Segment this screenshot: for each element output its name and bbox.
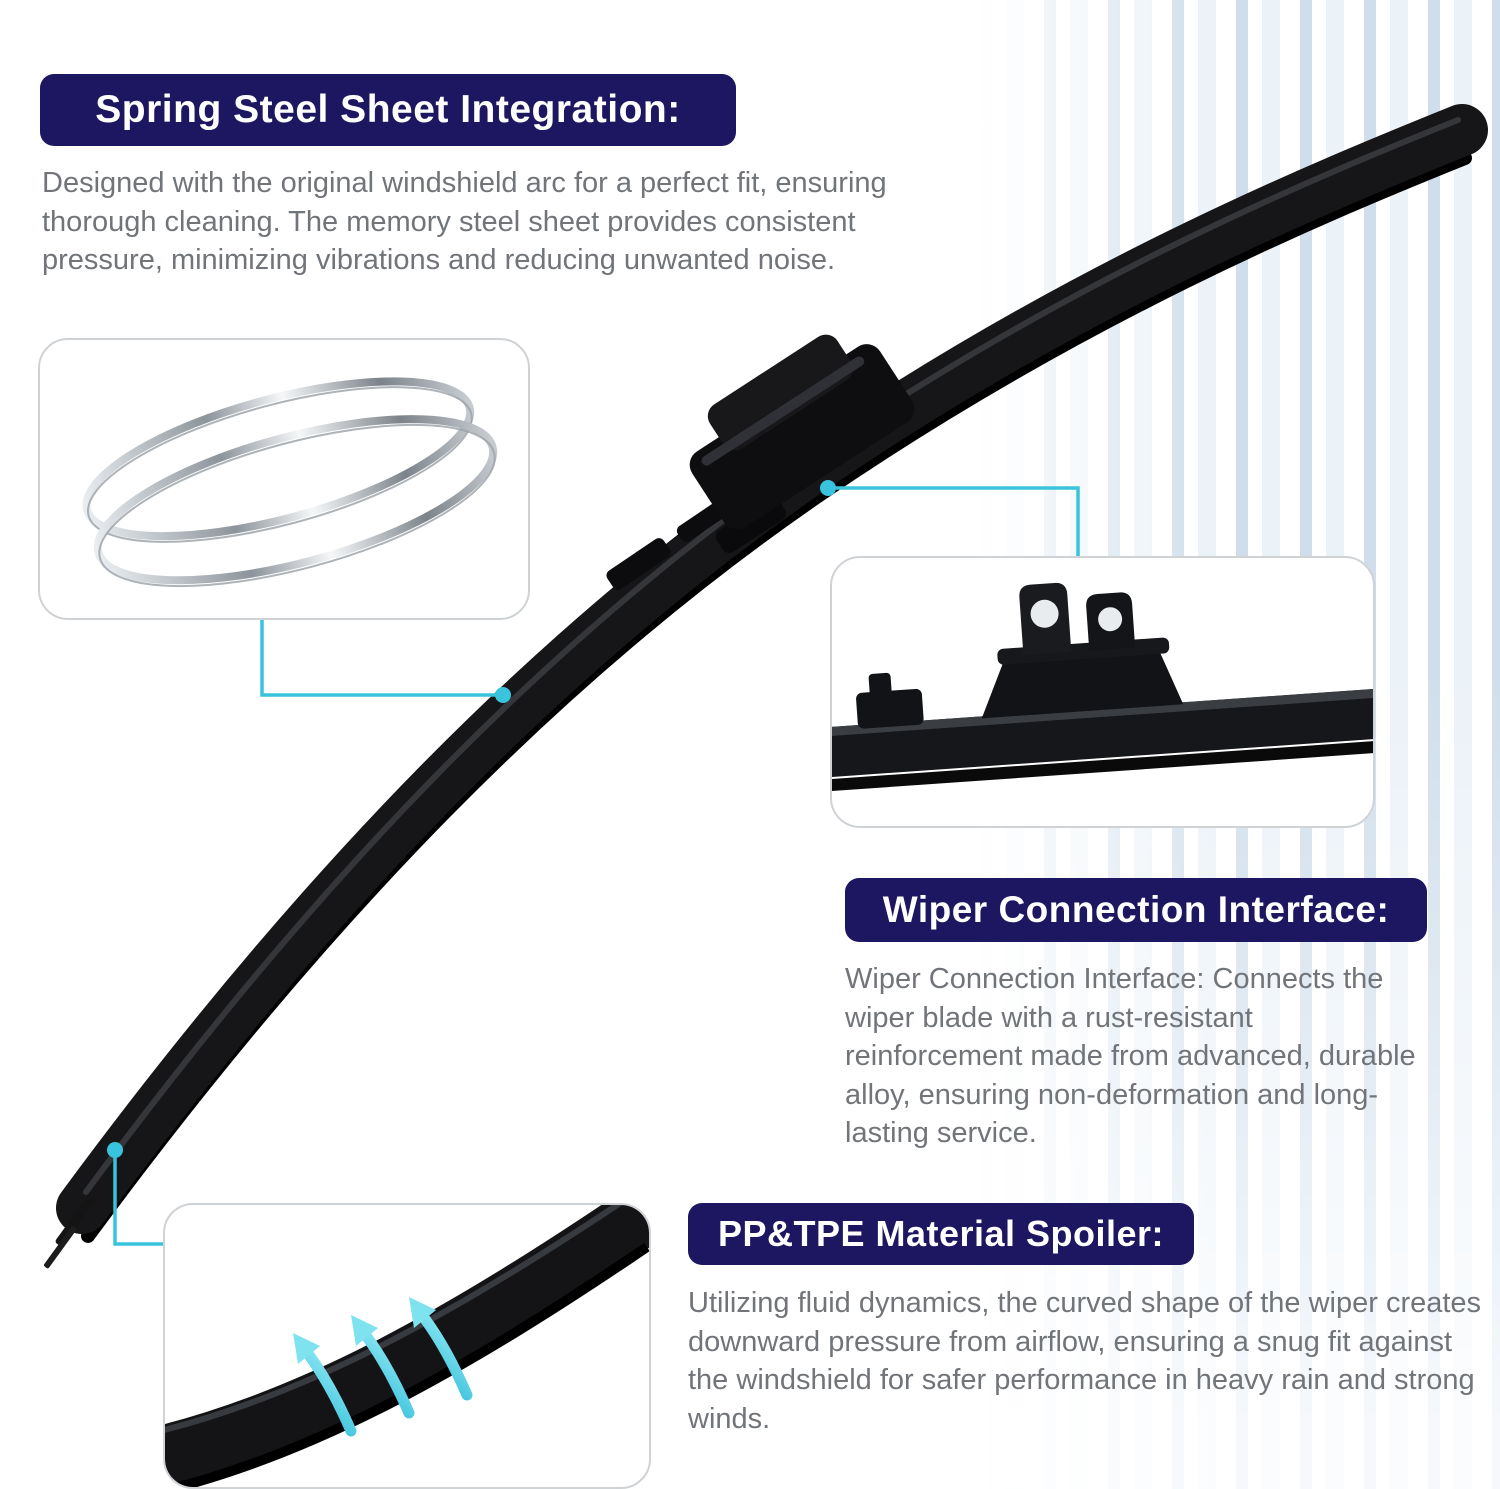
callout-spring-steel <box>38 338 530 620</box>
connection-interface-illustration <box>832 582 1373 793</box>
section-title-spoiler: PP&TPE Material Spoiler: <box>688 1203 1194 1265</box>
wiper-rubber-tip <box>55 1196 95 1247</box>
wiper-rubber-tip-2 <box>44 1225 77 1269</box>
section-body-spoiler: Utilizing fluid dynamics, the curved sha… <box>688 1287 1482 1435</box>
section-title-spring-steel: Spring Steel Sheet Integration: <box>40 74 736 146</box>
callout-connection-interface <box>830 556 1375 828</box>
section-body-spring-steel: Designed with the original windshield ar… <box>42 167 887 277</box>
section-title-connection-interface: Wiper Connection Interface: <box>845 878 1427 942</box>
wiper-blade <box>44 104 1488 1269</box>
blade-clip <box>606 538 671 590</box>
airflow-arrows-icon <box>293 1297 473 1437</box>
callout-dot-spring-steel <box>495 687 511 703</box>
leader-lines <box>113 486 1080 1246</box>
callout-dot-connection <box>820 480 836 496</box>
section-body-connection-interface: Wiper Connection Interface: Connects the… <box>845 963 1416 1150</box>
wiper-adapter <box>689 334 915 553</box>
spoiler-airflow-illustration <box>165 1205 649 1487</box>
callout-dot-spoiler <box>107 1142 123 1158</box>
callout-spoiler <box>163 1203 651 1489</box>
leader-line-spoiler <box>113 1150 165 1246</box>
spring-steel-sheets-illustration <box>82 377 498 588</box>
leader-line-spring-steel <box>260 620 500 697</box>
callout-dots <box>107 480 836 1158</box>
leader-line-connection <box>828 486 1080 557</box>
